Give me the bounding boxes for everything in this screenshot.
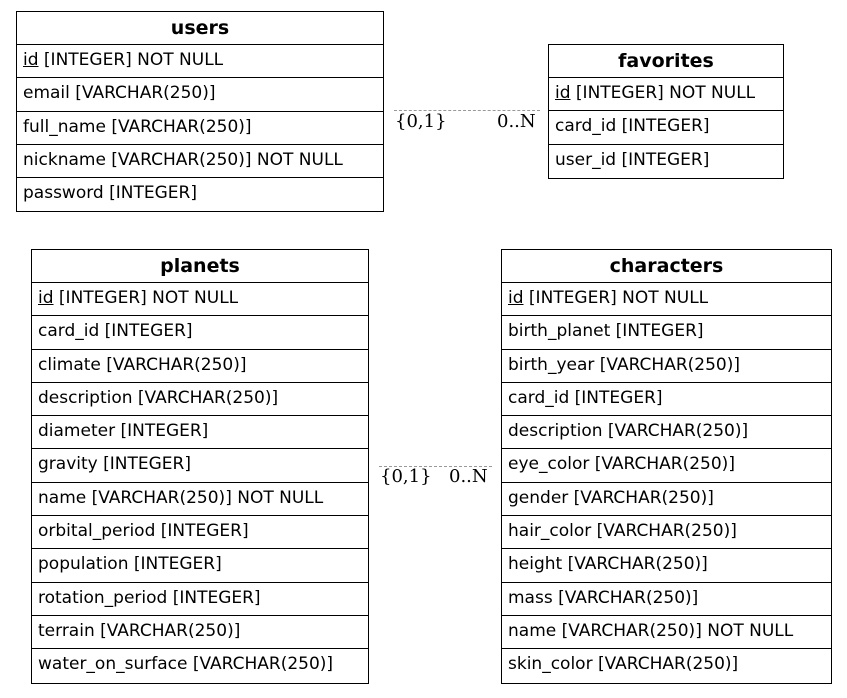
column-row: id [INTEGER] NOT NULL <box>502 283 831 317</box>
relation-line-users-favorites <box>394 110 540 111</box>
cardinality-label: 0..N <box>497 111 536 132</box>
column-row: email [VARCHAR(250)] <box>17 78 383 112</box>
column-row: orbital_period [INTEGER] <box>32 516 368 550</box>
column-row: full_name [VARCHAR(250)] <box>17 112 383 145</box>
column-row: name [VARCHAR(250)] NOT NULL <box>502 616 831 650</box>
column-row: card_id [INTEGER] <box>502 383 831 417</box>
table-title: favorites <box>549 45 783 78</box>
column-row: name [VARCHAR(250)] NOT NULL <box>32 483 368 517</box>
column-row: card_id [INTEGER] <box>549 111 783 145</box>
cardinality-label: {0,1} <box>380 466 432 487</box>
table-title: characters <box>502 250 831 283</box>
table-planets: planets id [INTEGER] NOT NULL card_id [I… <box>31 249 369 684</box>
column-type: [INTEGER] NOT NULL <box>53 288 239 308</box>
column-row: id [INTEGER] NOT NULL <box>549 78 783 112</box>
column-row: gender [VARCHAR(250)] <box>502 483 831 517</box>
column-row: id [INTEGER] NOT NULL <box>32 283 368 317</box>
column-row: birth_year [VARCHAR(250)] <box>502 350 831 383</box>
column-type: [INTEGER] NOT NULL <box>523 288 709 308</box>
column-row: mass [VARCHAR(250)] <box>502 583 831 616</box>
column-row: diameter [INTEGER] <box>32 416 368 450</box>
primary-key: id <box>555 83 571 103</box>
primary-key: id <box>38 288 54 308</box>
column-row: population [INTEGER] <box>32 549 368 583</box>
column-row: water_on_surface [VARCHAR(250)] <box>38 654 334 675</box>
table-title: users <box>17 12 383 45</box>
column-row: birth_planet [INTEGER] <box>502 316 831 350</box>
column-type: [INTEGER] NOT NULL <box>570 83 756 103</box>
relation-line-planets-characters <box>379 466 492 467</box>
column-row: hair_color [VARCHAR(250)] <box>502 516 831 550</box>
column-type: [INTEGER] NOT NULL <box>38 50 224 70</box>
cardinality-label: 0..N <box>449 466 488 487</box>
column-row: climate [VARCHAR(250)] <box>32 350 368 383</box>
column-row: user_id [INTEGER] <box>555 149 710 170</box>
column-row: card_id [INTEGER] <box>32 316 368 350</box>
table-users: users id [INTEGER] NOT NULL email [VARCH… <box>16 11 384 213</box>
primary-key: id <box>508 288 524 308</box>
table-characters: characters id [INTEGER] NOT NULL birth_p… <box>501 249 832 684</box>
table-title: planets <box>32 250 368 283</box>
column-row: eye_color [VARCHAR(250)] <box>502 449 831 483</box>
table-favorites: favorites id [INTEGER] NOT NULL card_id … <box>548 44 784 179</box>
column-row: description [VARCHAR(250)] <box>502 416 831 450</box>
column-row: rotation_period [INTEGER] <box>32 583 368 616</box>
column-row: terrain [VARCHAR(250)] <box>32 616 368 650</box>
column-row: height [VARCHAR(250)] <box>502 549 831 583</box>
column-row: password [INTEGER] <box>23 183 197 204</box>
column-row: description [VARCHAR(250)] <box>32 383 368 417</box>
column-row: id [INTEGER] NOT NULL <box>17 45 383 79</box>
cardinality-label: {0,1} <box>395 111 447 132</box>
column-row: gravity [INTEGER] <box>32 449 368 483</box>
column-row: skin_color [VARCHAR(250)] <box>508 654 739 675</box>
primary-key: id <box>23 50 39 70</box>
column-row: nickname [VARCHAR(250)] NOT NULL <box>17 145 383 179</box>
